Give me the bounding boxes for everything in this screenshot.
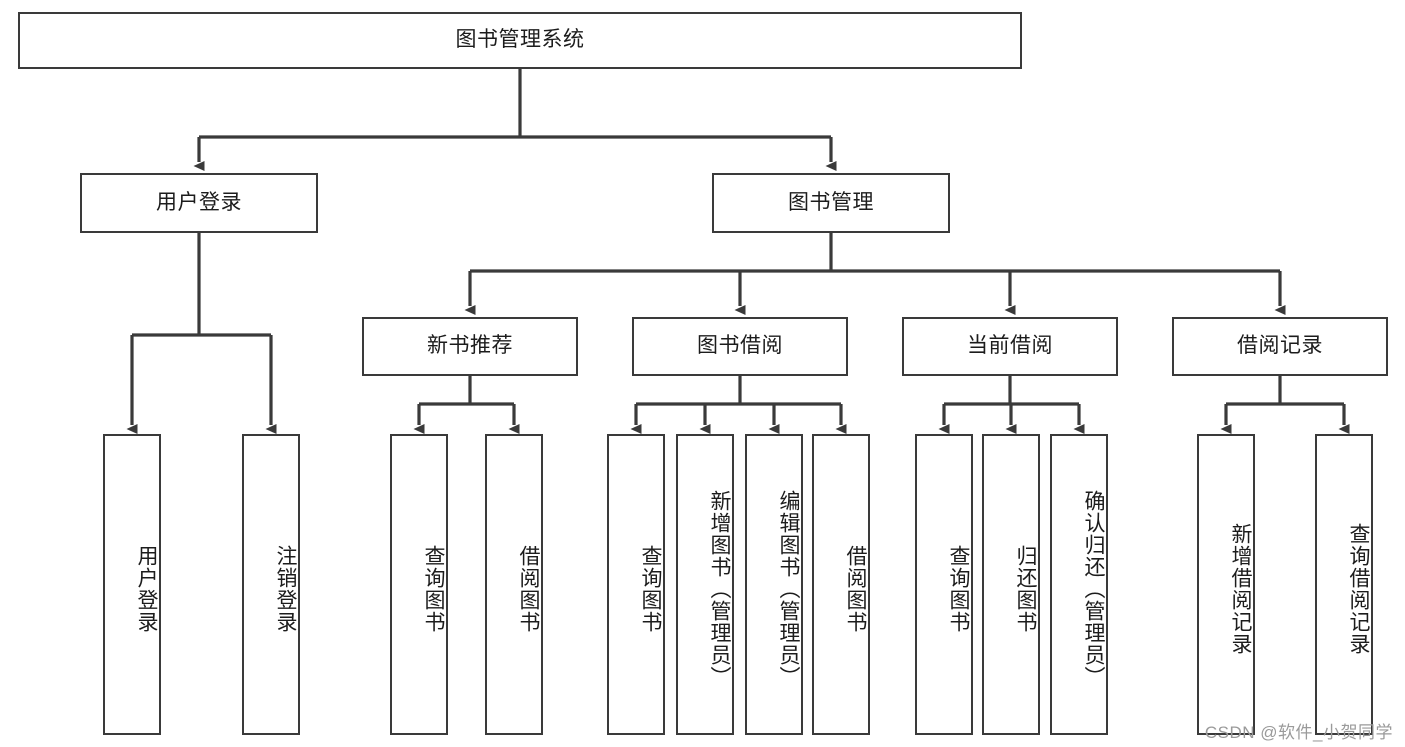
csdn-watermark: CSDN @软件_小贺同学	[1204, 723, 1393, 742]
node-label: 图书管理	[788, 190, 874, 214]
node-new-book-recommend[interactable]: 新书推荐	[362, 317, 578, 376]
node-label: 用户登录	[156, 190, 242, 214]
node-label: 编辑图书（管理员）	[777, 489, 800, 688]
node-label: 图书管理系统	[455, 28, 585, 52]
node-root[interactable]: 图书管理系统	[18, 12, 1022, 69]
node-current-borrow[interactable]: 当前借阅	[902, 317, 1118, 376]
node-label: 确认归还（管理员）	[1082, 489, 1105, 688]
node-user-login[interactable]: 用户登录	[80, 173, 318, 233]
node-label: 查询图书	[422, 544, 445, 633]
node-label: 借阅记录	[1237, 334, 1323, 358]
leaf-user-login[interactable]: 用户登录	[103, 434, 161, 735]
leaf-record-add-record[interactable]: 新增借阅记录	[1197, 434, 1255, 735]
node-borrow-record[interactable]: 借阅记录	[1172, 317, 1388, 376]
node-label: 新书推荐	[427, 334, 513, 358]
node-label: 当前借阅	[967, 334, 1053, 358]
node-label: 借阅图书	[517, 544, 540, 633]
node-book-management[interactable]: 图书管理	[712, 173, 950, 233]
node-label: 新增图书（管理员）	[708, 489, 731, 688]
node-label: 新增借阅记录	[1229, 522, 1252, 655]
node-label: 用户登录	[135, 544, 158, 633]
leaf-borrow-edit-book-admin[interactable]: 编辑图书（管理员）	[745, 434, 803, 735]
leaf-current-query-book[interactable]: 查询图书	[915, 434, 973, 735]
leaf-borrow-add-book-admin[interactable]: 新增图书（管理员）	[676, 434, 734, 735]
leaf-newbook-borrow-book[interactable]: 借阅图书	[485, 434, 543, 735]
leaf-borrow-borrow-book[interactable]: 借阅图书	[812, 434, 870, 735]
node-label: 查询图书	[639, 544, 662, 633]
leaf-logout[interactable]: 注销登录	[242, 434, 300, 735]
node-label: 查询借阅记录	[1347, 522, 1370, 655]
leaf-newbook-query-book[interactable]: 查询图书	[390, 434, 448, 735]
node-label: 归还图书	[1014, 544, 1037, 633]
leaf-current-return-book[interactable]: 归还图书	[982, 434, 1040, 735]
node-book-borrow[interactable]: 图书借阅	[632, 317, 848, 376]
leaf-record-query-record[interactable]: 查询借阅记录	[1315, 434, 1373, 735]
node-label: 借阅图书	[844, 544, 867, 633]
node-label: 查询图书	[947, 544, 970, 633]
leaf-borrow-query-book[interactable]: 查询图书	[607, 434, 665, 735]
node-label: 注销登录	[274, 544, 297, 633]
leaf-current-confirm-return-admin[interactable]: 确认归还（管理员）	[1050, 434, 1108, 735]
node-label: 图书借阅	[697, 334, 783, 358]
